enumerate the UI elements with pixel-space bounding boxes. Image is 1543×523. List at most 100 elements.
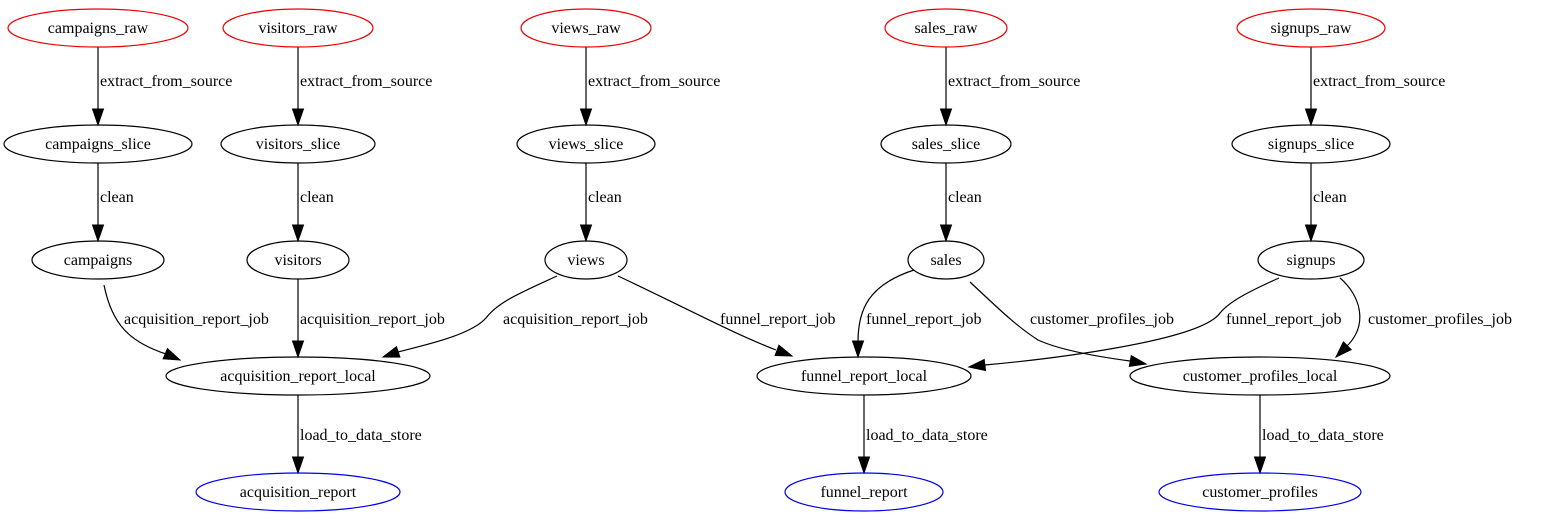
node-label: campaigns (64, 252, 132, 269)
node-ellipse (1158, 472, 1362, 512)
node-signups_slice[interactable]: signups_slice (1231, 124, 1391, 164)
nodes-layer: campaigns_raw visitors_raw views_raw sales_… (3, 8, 1391, 512)
node-ellipse (195, 472, 401, 512)
node-ellipse (220, 124, 376, 164)
edge-label: customer_profiles_job (1368, 311, 1512, 328)
edge-line (1339, 277, 1361, 349)
node-ellipse (1257, 240, 1365, 280)
edge-label: acquisition_report_job (124, 311, 269, 328)
node-visitors_slice[interactable]: visitors_slice (220, 124, 376, 164)
node-label: views_raw (551, 20, 621, 37)
node-signups_raw[interactable]: signups_raw (1236, 8, 1386, 48)
node-label: views_slice (549, 136, 624, 153)
edge-acquisition_report_local-to-acquisition_report: load_to_data_store (291, 395, 422, 475)
edge-views_raw-to-views_slice: extract_from_source (579, 47, 720, 127)
arrowhead (851, 340, 865, 359)
edge-label: clean (300, 189, 334, 206)
edges-layer: extract_from_source extract_from_source ex… (91, 47, 1512, 475)
node-funnel_report_local[interactable]: funnel_report_local (756, 356, 972, 396)
edge-views-to-funnel_report_local: funnel_report_job (617, 275, 836, 357)
node-views_raw[interactable]: views_raw (520, 8, 652, 48)
arrowhead (857, 456, 871, 475)
node-ellipse (165, 356, 431, 396)
arrowhead (291, 108, 305, 127)
node-ellipse (516, 124, 656, 164)
edge-signups_slice-to-signups: clean (1304, 163, 1347, 243)
node-customer_profiles[interactable]: customer_profiles (1158, 472, 1362, 512)
edge-signups-to-funnel_report_local: funnel_report_job (967, 277, 1342, 372)
node-views_slice[interactable]: views_slice (516, 124, 656, 164)
node-ellipse (520, 8, 652, 48)
node-ellipse (222, 8, 374, 48)
edge-label: customer_profiles_job (1030, 311, 1174, 328)
edge-label: load_to_data_store (300, 427, 422, 444)
edge-label: extract_from_source (1313, 73, 1445, 90)
node-label: campaigns_slice (45, 136, 151, 153)
node-ellipse (1231, 124, 1391, 164)
node-ellipse (884, 8, 1008, 48)
node-ellipse (31, 240, 165, 280)
node-label: signups_raw (1271, 20, 1352, 37)
node-label: funnel_report_local (801, 368, 928, 385)
arrowhead (291, 456, 305, 475)
node-sales_raw[interactable]: sales_raw (884, 8, 1008, 48)
node-label: acquisition_report (240, 484, 357, 501)
edge-label: extract_from_source (100, 73, 232, 90)
node-campaigns[interactable]: campaigns (31, 240, 165, 280)
edge-campaigns_raw-to-campaigns_slice: extract_from_source (91, 47, 232, 127)
node-visitors[interactable]: visitors (246, 240, 350, 280)
edge-line (617, 275, 777, 351)
node-label: visitors_raw (258, 20, 338, 37)
edge-label: acquisition_report_job (300, 311, 445, 328)
arrowhead (579, 224, 593, 243)
node-funnel_report[interactable]: funnel_report (784, 472, 944, 512)
edge-customer_profiles_local-to-customer_profiles: load_to_data_store (1253, 395, 1384, 475)
node-ellipse (880, 124, 1012, 164)
node-label: visitors_slice (256, 136, 340, 153)
edge-sales_raw-to-sales_slice: extract_from_source (939, 47, 1080, 127)
edge-label: acquisition_report_job (503, 311, 648, 328)
node-customer_profiles_local[interactable]: customer_profiles_local (1129, 356, 1391, 396)
node-acquisition_report[interactable]: acquisition_report (195, 472, 401, 512)
arrowhead (774, 344, 794, 357)
node-label: views (567, 252, 604, 269)
arrowhead (291, 340, 305, 359)
edge-sales_slice-to-sales: clean (939, 163, 982, 243)
edge-label: clean (1313, 189, 1347, 206)
node-ellipse (544, 240, 628, 280)
edge-label: clean (948, 189, 982, 206)
node-ellipse (1236, 8, 1386, 48)
arrowhead (91, 108, 105, 127)
edge-visitors_raw-to-visitors_slice: extract_from_source (291, 47, 432, 127)
edge-views_slice-to-views: clean (579, 163, 622, 243)
node-label: funnel_report (820, 484, 908, 501)
node-ellipse (756, 356, 972, 396)
node-campaigns_raw[interactable]: campaigns_raw (7, 8, 189, 48)
edge-line (397, 275, 558, 353)
edge-label: extract_from_source (300, 73, 432, 90)
node-label: acquisition_report_local (220, 368, 376, 385)
node-signups[interactable]: signups (1257, 240, 1365, 280)
node-views[interactable]: views (544, 240, 628, 280)
node-ellipse (1129, 356, 1391, 396)
arrowhead (291, 224, 305, 243)
node-label: campaigns_raw (48, 20, 149, 37)
edge-campaigns_slice-to-campaigns: clean (91, 163, 134, 243)
node-acquisition_report_local[interactable]: acquisition_report_local (165, 356, 431, 396)
arrowhead (1334, 340, 1353, 359)
node-label: visitors (274, 252, 321, 269)
node-sales_slice[interactable]: sales_slice (880, 124, 1012, 164)
edge-label: extract_from_source (588, 73, 720, 90)
node-ellipse (907, 240, 985, 280)
edge-label: funnel_report_job (866, 311, 982, 328)
edge-line (984, 277, 1280, 366)
edge-signups-to-customer_profiles_local: customer_profiles_job (1334, 277, 1512, 359)
node-visitors_raw[interactable]: visitors_raw (222, 8, 374, 48)
node-campaigns_slice[interactable]: campaigns_slice (3, 124, 193, 164)
edge-signups_raw-to-signups_slice: extract_from_source (1304, 47, 1445, 127)
arrowhead (1253, 456, 1267, 475)
node-label: signups_slice (1268, 136, 1354, 153)
node-sales[interactable]: sales (907, 240, 985, 280)
edge-campaigns-to-acquisition_report_local: acquisition_report_job (103, 284, 269, 361)
